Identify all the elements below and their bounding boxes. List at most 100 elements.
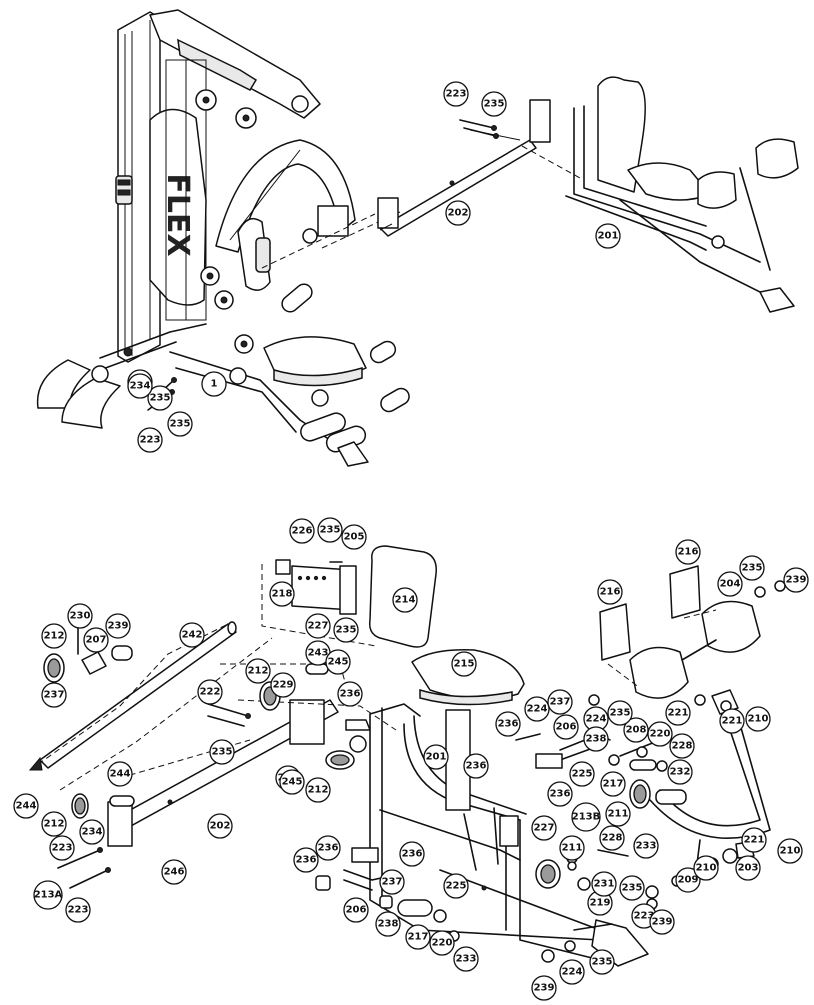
part-callout-exploded-55: 234 — [127, 373, 153, 399]
part-callout-exploded-41: 225 — [569, 761, 595, 787]
part-callout-exploded-76: 239 — [783, 567, 809, 593]
part-callout-exploded-74: 238 — [375, 911, 401, 937]
part-callout-exploded-82: 244 — [107, 761, 133, 787]
part-callout-exploded-31: 221 — [665, 700, 691, 726]
callout-circle — [317, 517, 343, 543]
callout-label: 212 — [308, 785, 329, 796]
part-callout-exploded-73: 237 — [547, 689, 573, 715]
part-callout-exploded-45: 227 — [531, 815, 557, 841]
leg-press-201 — [521, 76, 799, 313]
callout-label: 234 — [130, 381, 151, 392]
callout-label: 244 — [16, 801, 37, 812]
callout-circle — [201, 371, 227, 397]
callout-circle — [305, 777, 331, 803]
callout-circle — [481, 91, 507, 117]
callout-label: 223 — [68, 905, 89, 916]
callout-label: 209 — [678, 875, 699, 886]
part-callout-exploded-83: 244 — [13, 793, 39, 819]
callout-label: 239 — [108, 621, 129, 632]
part-callout-exploded-57: 235 — [607, 700, 633, 726]
callout-circle — [379, 869, 405, 895]
callout-label: 208 — [626, 725, 647, 736]
callout-circle — [343, 897, 369, 923]
part-callout-exploded-26: 217 — [600, 771, 626, 797]
callout-label: 218 — [272, 589, 293, 600]
part-callout-exploded-75: 238 — [583, 726, 609, 752]
callout-circle — [41, 623, 67, 649]
callout-circle — [209, 739, 235, 765]
callout-label: 242 — [182, 630, 203, 641]
callout-circle — [675, 539, 701, 565]
callout-circle — [325, 649, 351, 675]
callout-circle — [589, 949, 615, 975]
callout-circle — [669, 733, 695, 759]
part-callout-exploded-17: 212 — [305, 777, 331, 803]
part-callout-exploded-21: 214 — [392, 587, 418, 613]
callout-circle — [147, 385, 173, 411]
callout-circle — [279, 769, 305, 795]
callout-label: 232 — [670, 767, 691, 778]
callout-circle — [735, 855, 761, 881]
callout-label: 228 — [672, 741, 693, 752]
part-callout-exploded-5: 206 — [343, 897, 369, 923]
callout-label: 216 — [678, 547, 699, 558]
callout-label: 243 — [308, 648, 329, 659]
part-callout-exploded-54: 234 — [79, 819, 105, 845]
callout-circle — [607, 700, 633, 726]
callout-label: 236 — [340, 689, 361, 700]
callout-circle — [547, 781, 573, 807]
callout-circle — [392, 587, 418, 613]
callout-label: 213A — [34, 890, 63, 901]
callout-circle — [667, 759, 693, 785]
part-callout-exploded-35: 223 — [49, 835, 75, 861]
pulley-group-left — [43, 645, 371, 819]
callout-circle — [49, 835, 75, 861]
callout-circle — [777, 838, 803, 864]
callout-circle — [423, 744, 449, 770]
part-callout-exploded-43: 226 — [289, 518, 315, 544]
callout-label: 201 — [598, 231, 619, 242]
part-callout-exploded-23: 216 — [675, 539, 701, 565]
callout-label: 237 — [550, 697, 571, 708]
callout-label: 236 — [466, 761, 487, 772]
callout-label: 206 — [346, 905, 367, 916]
callout-label: 202 — [210, 821, 231, 832]
part-callout-exploded-46: 228 — [599, 825, 625, 851]
callout-label: 211 — [608, 809, 629, 820]
part-callout-exploded-69: 236 — [337, 681, 363, 707]
part-callout-exploded-63: 236 — [495, 711, 521, 737]
callout-circle — [451, 651, 477, 677]
callout-label: 221 — [744, 835, 765, 846]
callout-label: 230 — [70, 611, 91, 622]
callout-circle — [605, 801, 631, 827]
part-callout-exploded-48: 229 — [270, 672, 296, 698]
assembled-gym: FLEX — [36, 9, 799, 467]
callout-label: 216 — [600, 587, 621, 598]
callout-label: 227 — [308, 621, 329, 632]
callout-label: 226 — [292, 526, 313, 537]
callout-circle — [675, 867, 701, 893]
callout-label: 231 — [594, 879, 615, 890]
part-callout-top-0: 1 — [201, 371, 227, 397]
part-callout-exploded-86: 246 — [161, 859, 187, 885]
callout-label: 225 — [572, 769, 593, 780]
callout-circle — [741, 827, 767, 853]
part-callout-exploded-85: 245 — [325, 649, 351, 675]
callout-circle — [559, 835, 585, 861]
part-callout-exploded-25: 217 — [405, 924, 431, 950]
callout-circle — [571, 802, 601, 832]
part-callout-exploded-12: 210 — [777, 838, 803, 864]
part-callout-exploded-9: 209 — [675, 867, 701, 893]
part-callout-exploded-80: 242 — [179, 622, 205, 648]
callout-circle — [83, 627, 109, 653]
part-callout-exploded-2: 203 — [735, 855, 761, 881]
callout-circle — [167, 411, 193, 437]
callout-label: 224 — [527, 704, 548, 715]
callout-circle — [105, 613, 131, 639]
callout-circle — [197, 679, 223, 705]
callout-circle — [289, 518, 315, 544]
part-callout-exploded-24: 216 — [597, 579, 623, 605]
part-callout-exploded-42: 225 — [443, 873, 469, 899]
part-callout-exploded-65: 236 — [315, 835, 341, 861]
callout-label: 246 — [164, 867, 185, 878]
